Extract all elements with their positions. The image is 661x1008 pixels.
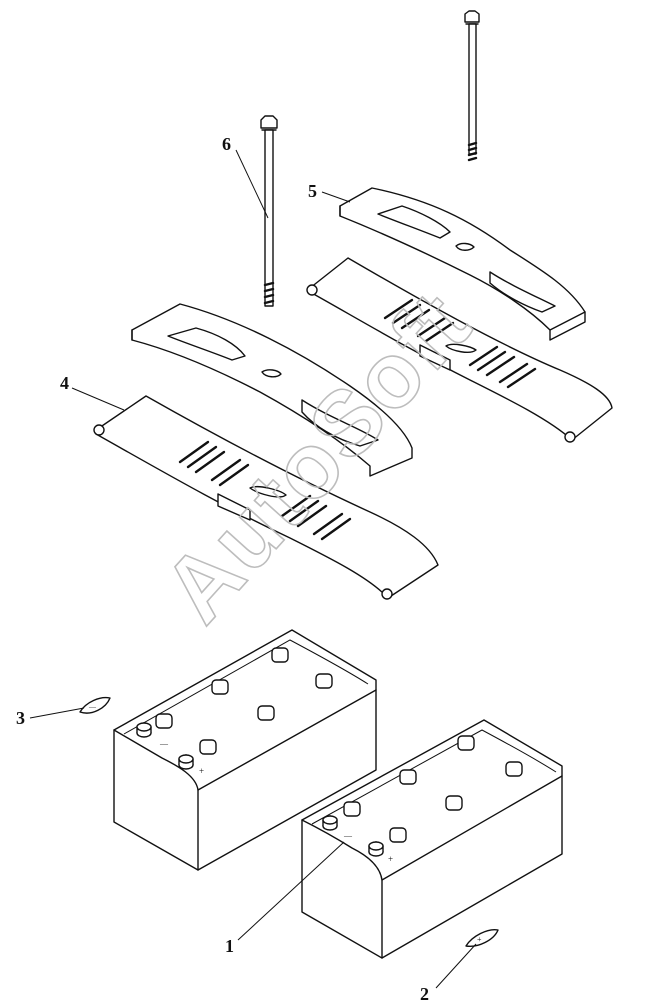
leader-5 (321, 191, 351, 203)
leader-4 (71, 387, 125, 411)
battery-1: — + (301, 719, 563, 959)
terminal-cap-3: — (79, 696, 111, 714)
battery-1-terminal-neg (322, 815, 338, 831)
callout-2: 2 (420, 984, 429, 1004)
leader-6 (235, 149, 269, 219)
battery-left-terminal-neg (136, 722, 152, 738)
leader-3 (29, 707, 85, 719)
battery-1-neg-mark: — (343, 831, 353, 840)
battery-1-caps (343, 735, 523, 843)
terminal-cap-2-mark: + (477, 935, 482, 944)
long-bolt-right (464, 10, 480, 162)
callout-6: 6 (222, 134, 231, 154)
bottom-plate-4 (93, 395, 439, 600)
battery-left: — + (113, 629, 377, 871)
battery-1-terminal-pos (368, 841, 384, 857)
leader-2 (435, 943, 477, 989)
bolt-6 (260, 115, 278, 307)
callout-4: 4 (60, 373, 69, 393)
callout-5: 5 (308, 181, 317, 201)
leader-1 (237, 841, 345, 941)
callout-3: 3 (16, 708, 25, 728)
leader-lines (29, 149, 477, 989)
terminal-cap-2: + (465, 929, 499, 947)
battery-left-caps (155, 647, 333, 755)
battery-left-pos-mark: + (199, 766, 204, 776)
bottom-plate-upper (306, 257, 613, 443)
battery-left-terminal-pos (178, 754, 194, 770)
terminal-cap-3-mark: — (88, 703, 97, 711)
clamp-bar-lower (131, 303, 413, 477)
clamp-bar-5 (339, 187, 586, 341)
callout-1: 1 (225, 936, 234, 956)
battery-left-neg-mark: — (159, 739, 169, 748)
battery-1-pos-mark: + (388, 854, 393, 864)
